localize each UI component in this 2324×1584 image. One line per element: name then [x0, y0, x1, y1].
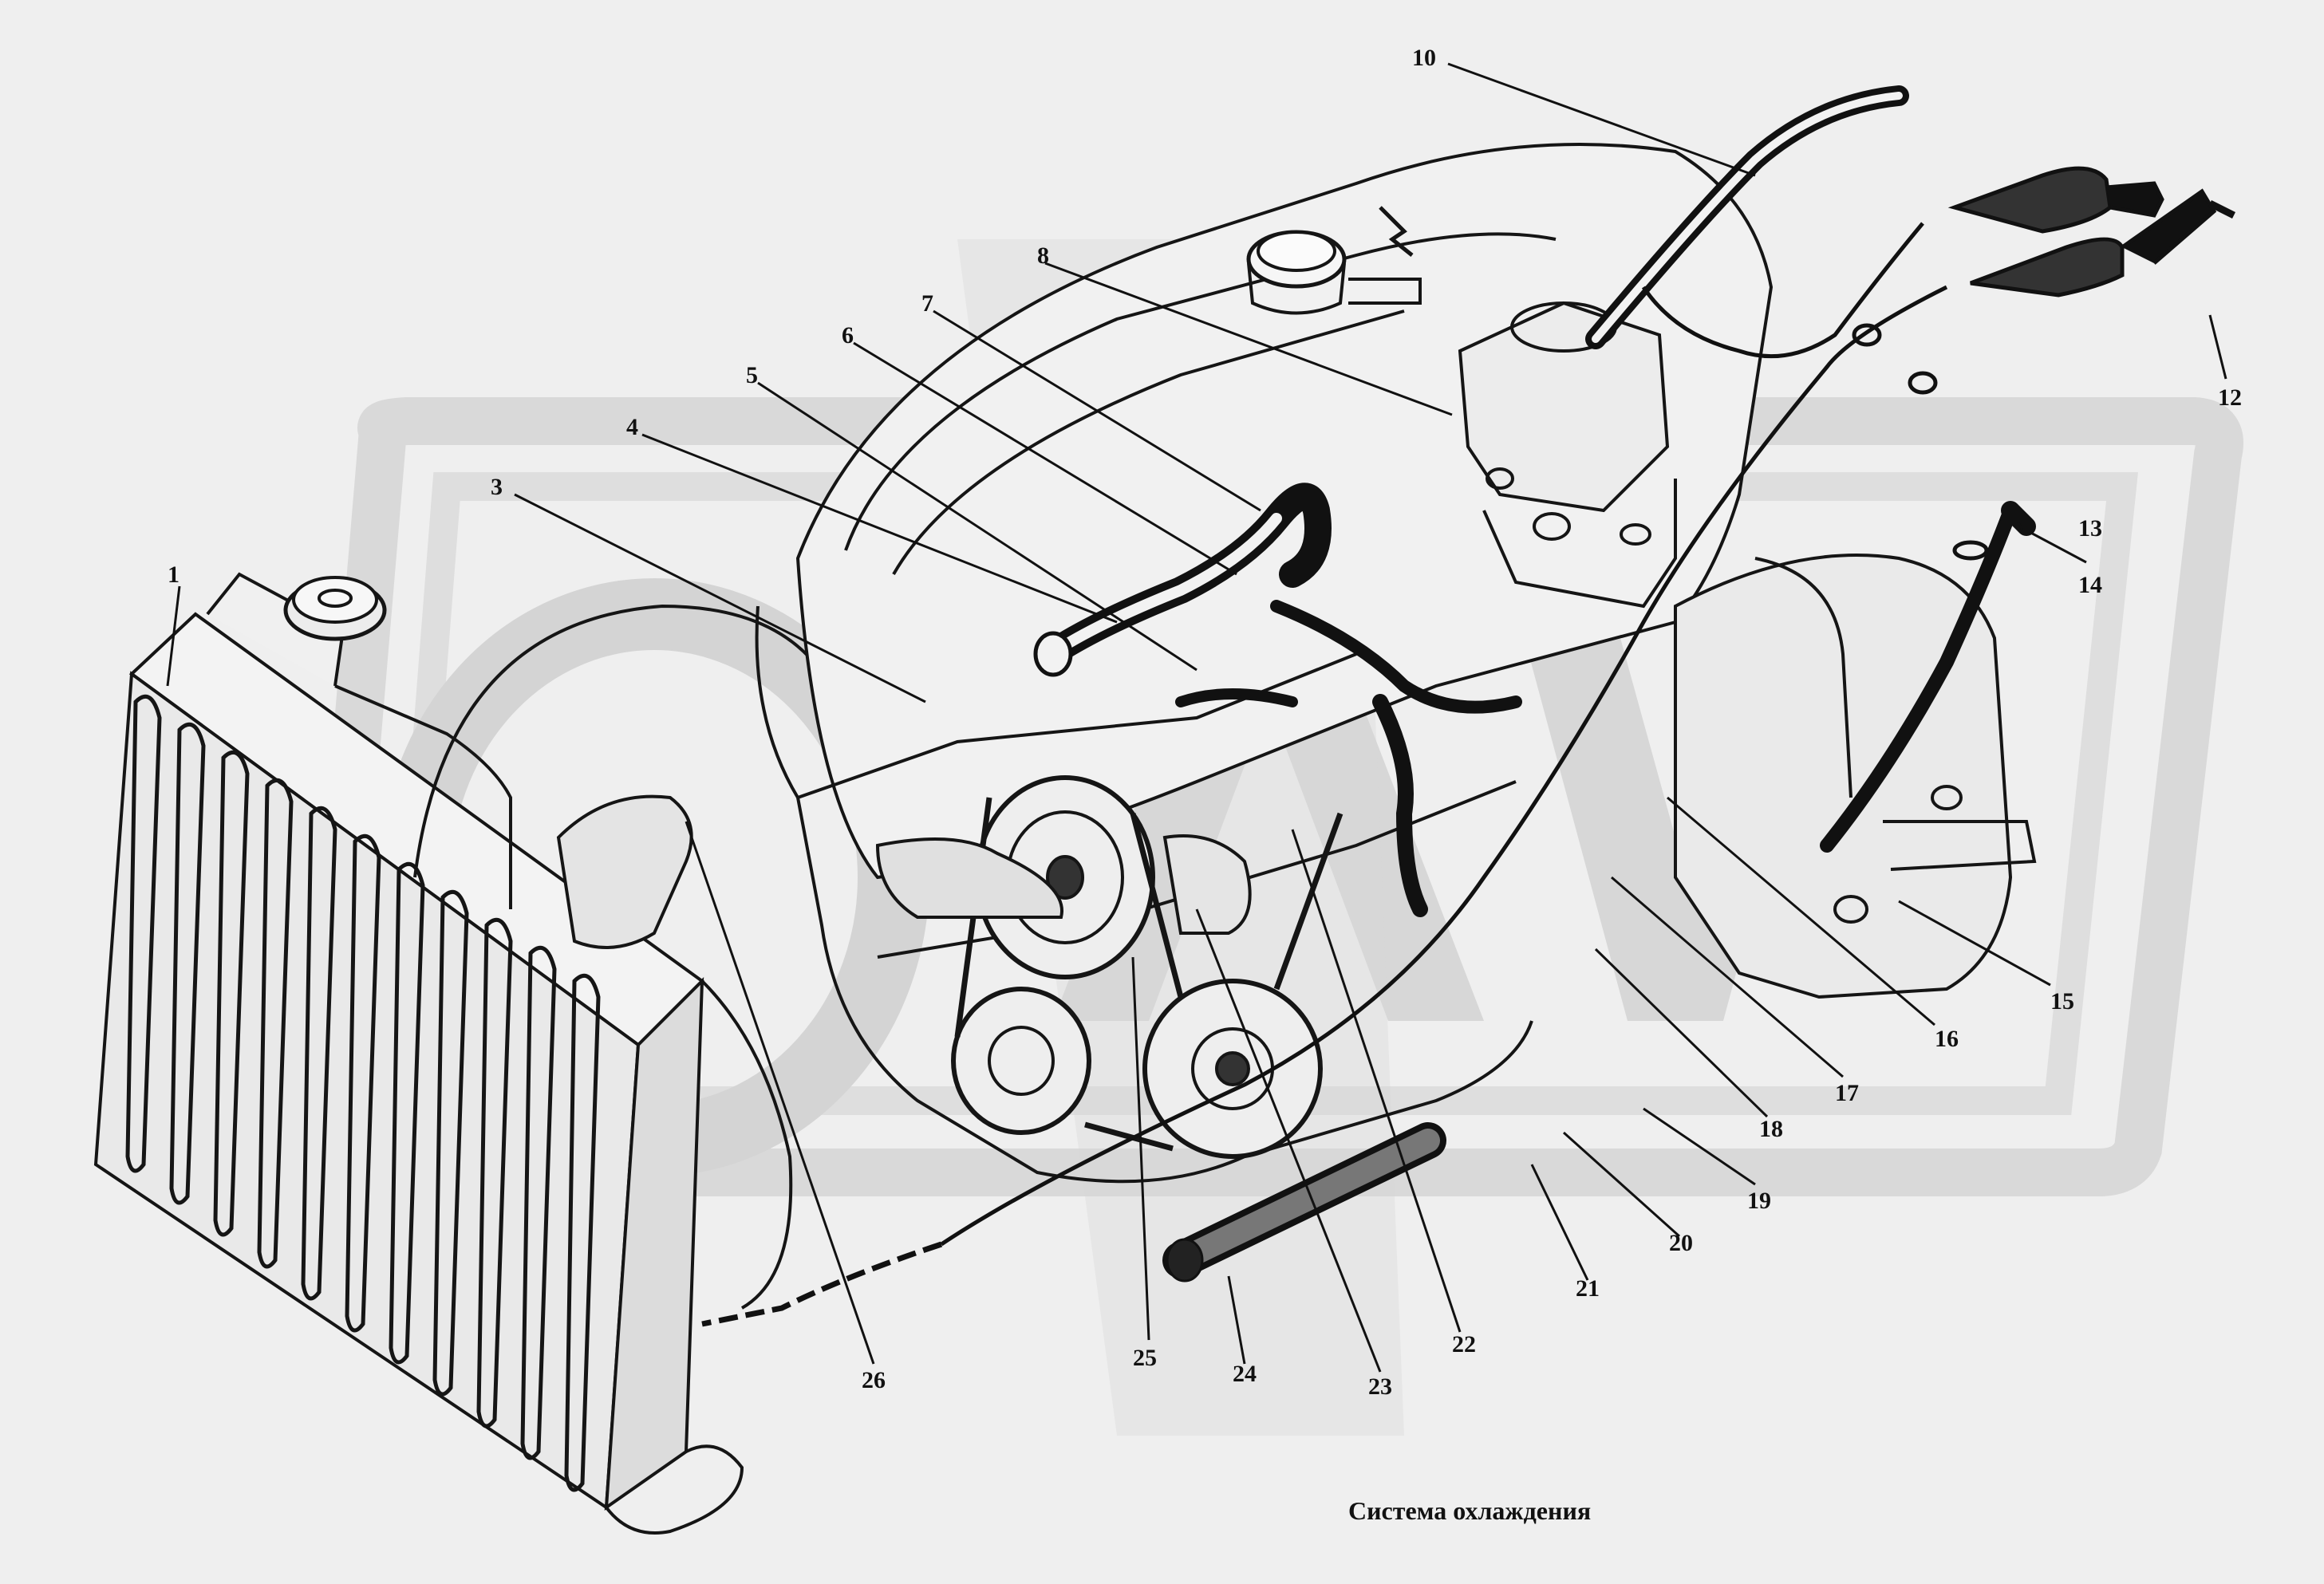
- callout-14: 14: [2078, 572, 2102, 598]
- callout-16: 16: [1935, 1026, 1959, 1052]
- carburetor: [1458, 301, 1677, 609]
- callout-20: 20: [1669, 1230, 1693, 1256]
- callout-3: 3: [491, 474, 503, 500]
- callout-19: 19: [1747, 1188, 1771, 1214]
- callout-24: 24: [1233, 1361, 1257, 1387]
- control-cables: [701, 166, 2236, 1327]
- callout-21: 21: [1576, 1275, 1600, 1302]
- callout-25: 25: [1133, 1345, 1157, 1371]
- callout-18: 18: [1759, 1116, 1783, 1142]
- diagram-caption: Система охлаждения: [1348, 1496, 1591, 1525]
- callout-labels: 1 3 4 5 6 7 8 10 12 13 14 15 16 17 18 19…: [168, 45, 2242, 1400]
- callout-6: 6: [842, 322, 854, 349]
- hoses: [1033, 85, 2036, 1283]
- callout-8: 8: [1037, 242, 1049, 269]
- callout-22: 22: [1452, 1331, 1476, 1357]
- callout-10: 10: [1412, 45, 1436, 71]
- fan-shroud: [413, 604, 839, 1310]
- transmission: [1674, 554, 2037, 999]
- leader-lines: [166, 62, 2227, 1373]
- radiator: [93, 572, 744, 1535]
- callout-12: 12: [2218, 384, 2242, 411]
- callout-17: 17: [1835, 1080, 1859, 1106]
- callout-23: 23: [1368, 1373, 1392, 1400]
- callout-13: 13: [2078, 515, 2102, 542]
- pulley-assembly: [875, 775, 1344, 1159]
- callout-4: 4: [626, 414, 638, 440]
- callout-7: 7: [921, 290, 933, 317]
- callout-26: 26: [862, 1367, 886, 1393]
- callout-5: 5: [746, 362, 758, 388]
- callout-1: 1: [168, 561, 180, 588]
- callout-15: 15: [2050, 988, 2074, 1015]
